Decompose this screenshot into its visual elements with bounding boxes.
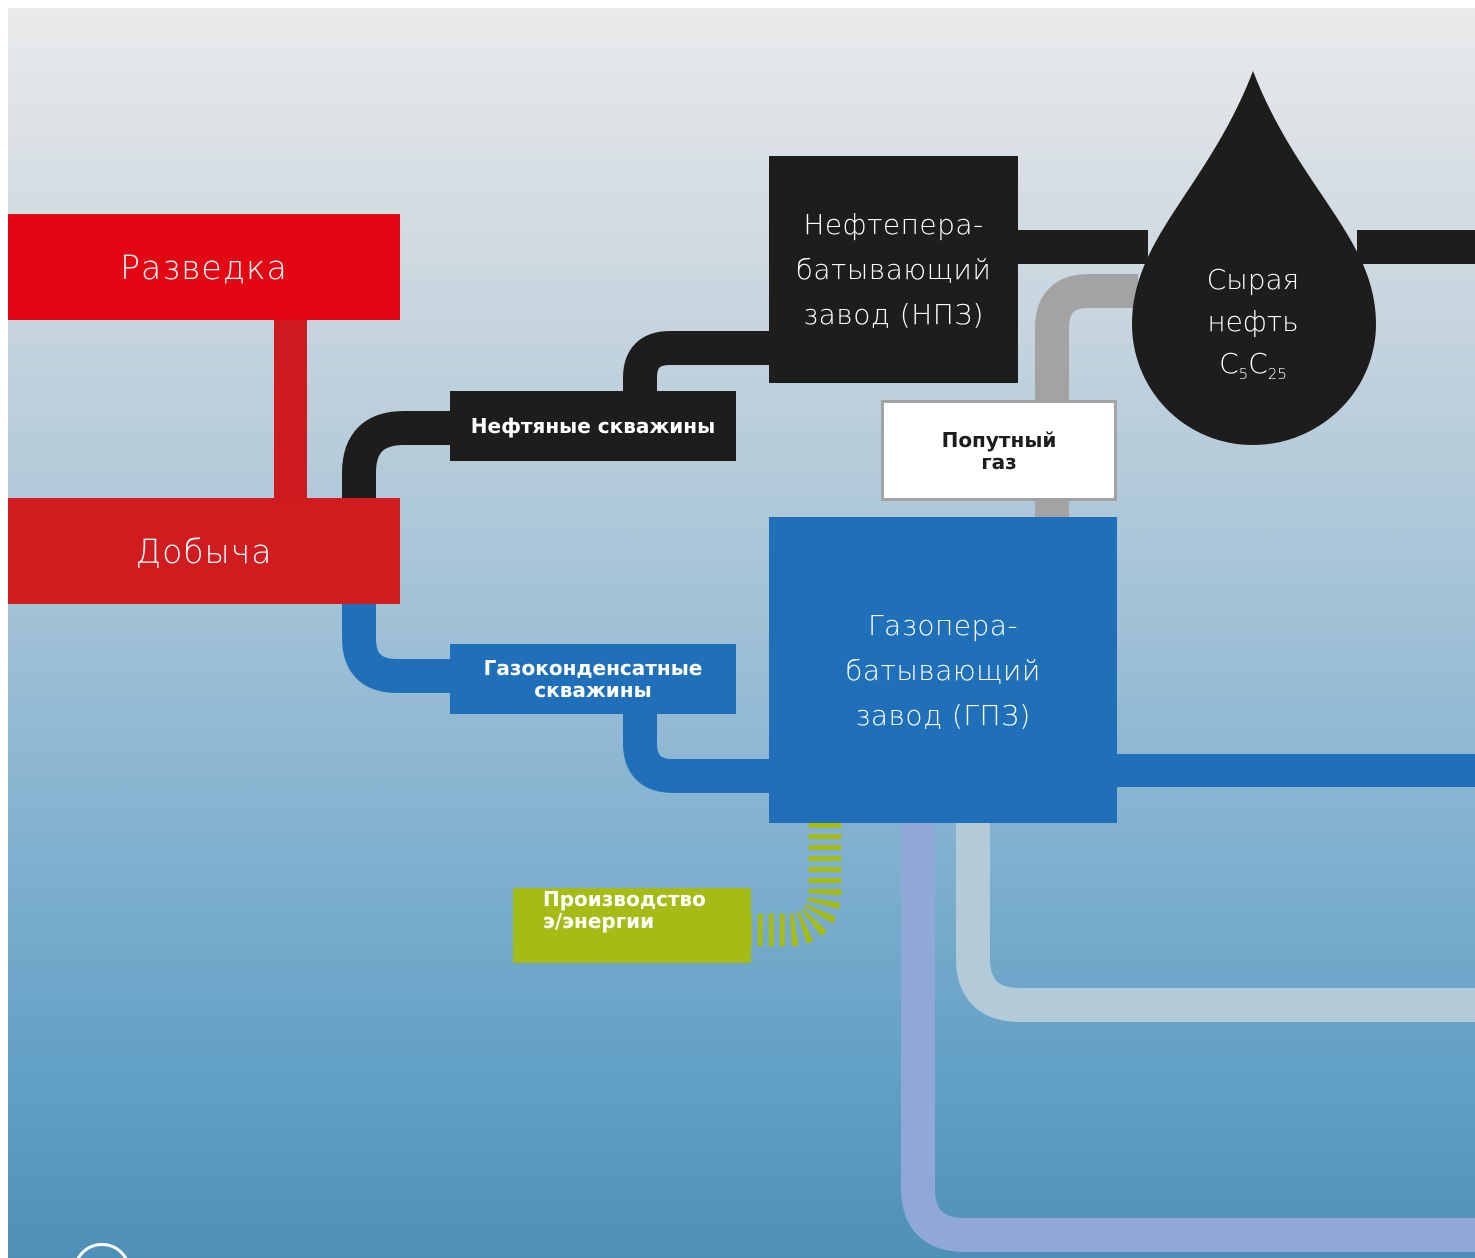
gas-plant-label-line3: завод (ГПЗ) — [855, 698, 1031, 732]
refinery-label-line3: завод (НПЗ) — [803, 298, 984, 331]
pipe-gas-plant-right — [1116, 754, 1475, 787]
oil-drop-label: Сырая нефть C5C25 — [1183, 259, 1323, 395]
pipeline-connectors — [274, 71, 1475, 1252]
value-chain-diagram: Разведка Добыча Нефтяные скважины Газоко… — [8, 8, 1475, 1258]
refinery-label-line2: батывающий — [795, 253, 992, 286]
associated-gas-label-line1: Попутный — [941, 427, 1057, 452]
formula-c2: C — [1248, 347, 1268, 380]
exploration-label: Разведка — [120, 247, 288, 287]
oil-drop-line1: Сырая — [1206, 263, 1300, 296]
oil-drop-shape — [1132, 71, 1376, 445]
gas-condensate-wells-label-line1: Газоконденсатные — [483, 656, 703, 680]
production-box: Добыча — [8, 498, 400, 604]
associated-gas-box: Попутный газ — [881, 400, 1117, 501]
oil-drop-line2: нефть — [1207, 305, 1299, 338]
formula-sub1: 5 — [1238, 365, 1249, 383]
refinery-label-line1: Нефтепера- — [803, 208, 984, 241]
pipe-associated-gas — [1035, 274, 1138, 528]
pipe-production-gas-wells — [342, 604, 453, 693]
pipe-gas-plant-power — [750, 823, 842, 947]
pipe-oil-wells-refinery — [623, 331, 770, 392]
oil-wells-label: Нефтяные скважины — [470, 414, 716, 438]
power-generation-label-line1: Производство — [543, 887, 706, 911]
oil-wells-box: Нефтяные скважины — [450, 391, 736, 461]
pipe-gas-wells-plant — [623, 714, 770, 793]
gas-condensate-wells-box: Газоконденсатные скважины — [450, 644, 736, 714]
gas-plant-label-line1: Газопера- — [867, 608, 1019, 642]
pipe-production-oil-wells — [342, 411, 453, 505]
gas-plant-label-line2: батывающий — [845, 653, 1041, 687]
pipe-light-return — [956, 820, 1475, 1022]
power-generation-box: Производство э/энергии — [513, 888, 751, 963]
pipe-lavender-return — [901, 820, 1475, 1252]
pipe-drop-right — [1357, 230, 1475, 264]
formula-c1: C — [1219, 347, 1239, 380]
gas-condensate-wells-label-line2: скважины — [534, 678, 652, 702]
oil-drop-formula: C5C25 — [1183, 343, 1323, 395]
gas-plant-box: Газопера- батывающий завод (ГПЗ) — [769, 517, 1117, 823]
formula-sub2: 25 — [1267, 365, 1287, 383]
pipe-refinery-drop — [1016, 230, 1148, 264]
exploration-box: Разведка — [8, 214, 400, 320]
pipe-exploration-production — [274, 319, 307, 505]
associated-gas-label-line2: газ — [981, 449, 1017, 474]
power-generation-label-line2: э/энергии — [543, 909, 655, 933]
refinery-box: Нефтепера- батывающий завод (НПЗ) — [769, 156, 1018, 383]
production-label: Добыча — [135, 531, 273, 571]
